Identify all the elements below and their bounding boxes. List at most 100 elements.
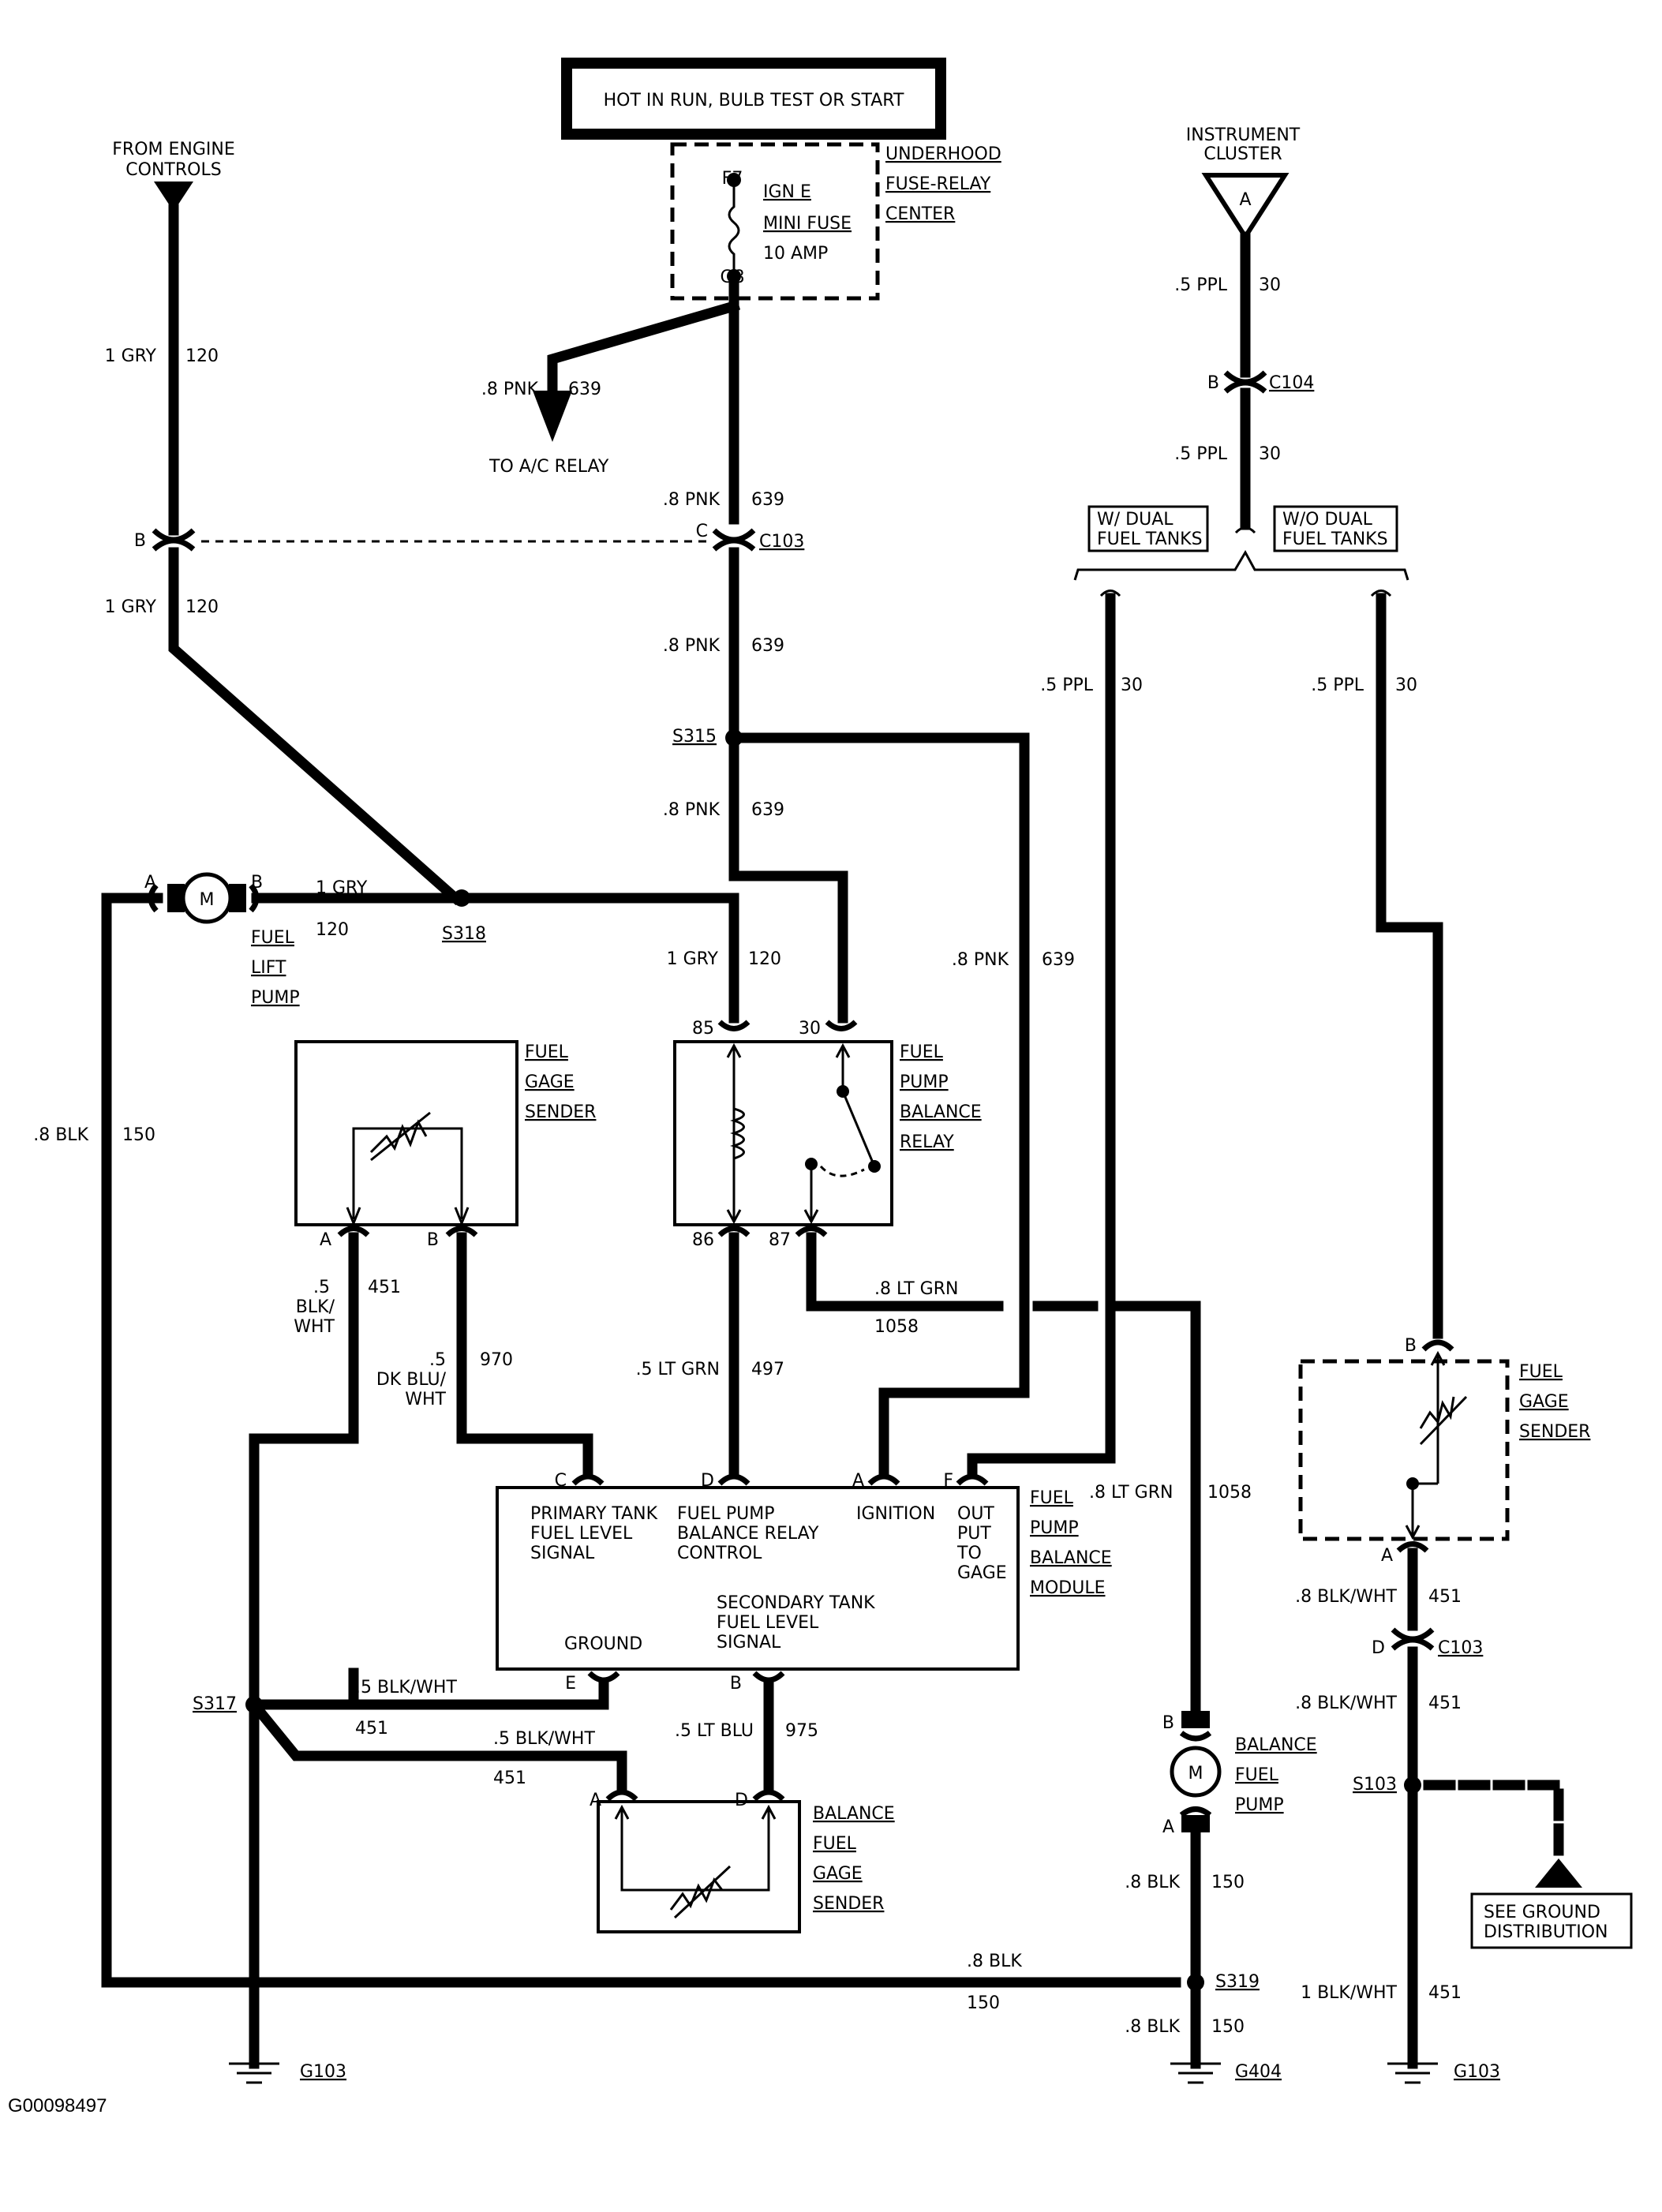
svg-text:SECONDARY TANK: SECONDARY TANK <box>717 1593 875 1613</box>
svg-text:IGN E: IGN E <box>763 182 811 202</box>
svg-text:639: 639 <box>568 380 601 399</box>
svg-text:DISTRIBUTION: DISTRIBUTION <box>1484 1922 1608 1942</box>
svg-text:F: F <box>943 1471 953 1491</box>
svg-text:S317: S317 <box>193 1694 237 1714</box>
svg-text:1058: 1058 <box>1207 1483 1252 1503</box>
fuel-pump-balance-relay: 85 30 FUEL PUMP BALANCE RELAY 86 87 .5 L… <box>636 1019 1201 1716</box>
ground-arrow-icon <box>1535 1858 1582 1888</box>
svg-text:B: B <box>427 1230 439 1250</box>
svg-text:120: 120 <box>185 597 219 617</box>
svg-text:30: 30 <box>799 1019 821 1039</box>
fuel-lift-pump: A M B FUEL LIFT PUMP .8 BLK 150 <box>33 872 1181 1988</box>
svg-text:B: B <box>1207 373 1219 393</box>
svg-text:.8 BLK/WHT: .8 BLK/WHT <box>1295 1587 1397 1607</box>
svg-text:150: 150 <box>967 1993 1000 2013</box>
svg-text:.8 BLK: .8 BLK <box>1125 1873 1180 1892</box>
svg-text:1 GRY: 1 GRY <box>105 346 157 366</box>
svg-text:451: 451 <box>493 1768 526 1788</box>
arrow-down-icon <box>533 391 572 442</box>
svg-text:.5 PPL: .5 PPL <box>1311 676 1364 695</box>
motor-icon-balance <box>1170 1746 1222 1798</box>
power-source-box: HOT IN RUN, BULB TEST OR START <box>561 58 946 140</box>
svg-text:451: 451 <box>355 1719 388 1739</box>
svg-text:150: 150 <box>122 1125 155 1145</box>
svg-text:.8 PNK: .8 PNK <box>481 380 539 399</box>
balance-fuel-pump: B M A BALANCE FUEL PUMP .8 BLK 150 S319 … <box>967 1711 1317 2084</box>
svg-text:.5: .5 <box>313 1278 330 1297</box>
fuel-gage-sender-primary: FUEL GAGE SENDER A B .5 BLK/ WHT 451 DK … <box>249 1040 596 1710</box>
svg-text:INSTRUMENT: INSTRUMENT <box>1186 125 1301 145</box>
wire-639-pnk: .8 PNK 639 TO A/C RELAY .8 PNK 639 C C10… <box>481 271 1075 1480</box>
svg-text:A: A <box>852 1471 864 1491</box>
svg-text:BALANCE: BALANCE <box>813 1804 895 1824</box>
svg-text:451: 451 <box>1428 1694 1462 1713</box>
relay-coil-icon <box>730 1107 745 1160</box>
svg-text:TO: TO <box>956 1544 982 1563</box>
svg-text:D: D <box>701 1471 714 1491</box>
svg-text:150: 150 <box>1211 1873 1245 1892</box>
svg-text:D: D <box>735 1791 748 1810</box>
svg-text:C103: C103 <box>1438 1638 1483 1658</box>
svg-text:GROUND: GROUND <box>564 1634 642 1654</box>
svg-text:IGNITION: IGNITION <box>856 1504 935 1524</box>
svg-text:MODULE: MODULE <box>1030 1578 1106 1598</box>
svg-text:85: 85 <box>692 1019 714 1039</box>
svg-text:CONTROLS: CONTROLS <box>125 160 221 180</box>
svg-text:GAGE: GAGE <box>1519 1392 1569 1412</box>
svg-text:.8 LT GRN: .8 LT GRN <box>874 1279 958 1299</box>
fuse-icon <box>728 180 740 276</box>
svg-text:.5 LT BLU: .5 LT BLU <box>675 1721 754 1741</box>
svg-text:FUEL LEVEL: FUEL LEVEL <box>530 1524 633 1544</box>
svg-text:451: 451 <box>1428 1983 1462 2003</box>
svg-text:LIFT: LIFT <box>251 958 286 978</box>
svg-text:.5 PPL: .5 PPL <box>1174 444 1228 464</box>
svg-text:.8 PNK: .8 PNK <box>952 950 1009 970</box>
svg-text:FUSE-RELAY: FUSE-RELAY <box>885 174 991 194</box>
svg-text:639: 639 <box>751 490 784 510</box>
svg-text:M: M <box>1188 1764 1203 1783</box>
svg-text:A: A <box>1381 1546 1393 1566</box>
svg-text:.8 LT GRN: .8 LT GRN <box>1089 1483 1173 1503</box>
to-ac-relay-label: TO A/C RELAY <box>488 457 609 477</box>
svg-text:FUEL TANKS: FUEL TANKS <box>1097 530 1203 549</box>
svg-text:W/O DUAL: W/O DUAL <box>1282 510 1373 530</box>
svg-text:WHT: WHT <box>294 1317 335 1337</box>
svg-text:1 BLK/WHT: 1 BLK/WHT <box>1301 1983 1397 2003</box>
svg-text:30: 30 <box>1259 444 1281 464</box>
svg-text:S315: S315 <box>672 727 717 747</box>
svg-text:.8 BLK: .8 BLK <box>33 1125 88 1145</box>
svg-text:GAGE: GAGE <box>813 1864 863 1884</box>
svg-text:PUMP: PUMP <box>1030 1518 1079 1538</box>
instrument-cluster-feed: INSTRUMENT CLUSTER A .5 PPL 30 B C104 .5… <box>967 125 1443 1480</box>
svg-text:120: 120 <box>316 920 349 940</box>
variable-resistor-icon-balance <box>669 1877 724 1911</box>
svg-text:.5 PPL: .5 PPL <box>1174 275 1228 295</box>
splice-s103 <box>1404 1776 1421 1794</box>
svg-text:RELAY: RELAY <box>900 1132 954 1152</box>
svg-text:FUEL: FUEL <box>1030 1488 1074 1508</box>
svg-text:.8 PNK: .8 PNK <box>663 800 721 820</box>
svg-text:639: 639 <box>1042 950 1075 970</box>
svg-text:.5 LT GRN: .5 LT GRN <box>636 1360 720 1379</box>
svg-text:.5: .5 <box>429 1350 446 1370</box>
svg-text:30: 30 <box>1259 275 1281 295</box>
svg-text:87: 87 <box>769 1230 791 1250</box>
svg-text:DK BLU/: DK BLU/ <box>376 1370 447 1390</box>
cluster-connector-icon <box>1201 173 1290 241</box>
svg-text:A: A <box>320 1230 331 1250</box>
svg-text:OUT: OUT <box>957 1504 994 1524</box>
svg-text:SENDER: SENDER <box>1519 1422 1590 1442</box>
svg-text:B: B <box>1162 1713 1174 1733</box>
svg-text:C: C <box>696 522 708 541</box>
svg-text:FUEL: FUEL <box>813 1834 857 1854</box>
svg-text:B: B <box>251 873 263 893</box>
svg-text:A: A <box>590 1791 601 1810</box>
svg-text:.5 BLK/WHT: .5 BLK/WHT <box>493 1729 595 1749</box>
svg-text:FUEL LEVEL: FUEL LEVEL <box>717 1613 819 1633</box>
svg-text:FROM ENGINE: FROM ENGINE <box>112 140 234 159</box>
svg-text:C103: C103 <box>759 532 804 552</box>
svg-text:S318: S318 <box>442 924 486 944</box>
svg-text:120: 120 <box>185 346 219 366</box>
wire-120-gry: FROM ENGINE CONTROLS 1 GRY 120 B 1 GRY 1… <box>105 140 781 1024</box>
svg-text:UNDERHOOD: UNDERHOOD <box>885 144 1001 164</box>
